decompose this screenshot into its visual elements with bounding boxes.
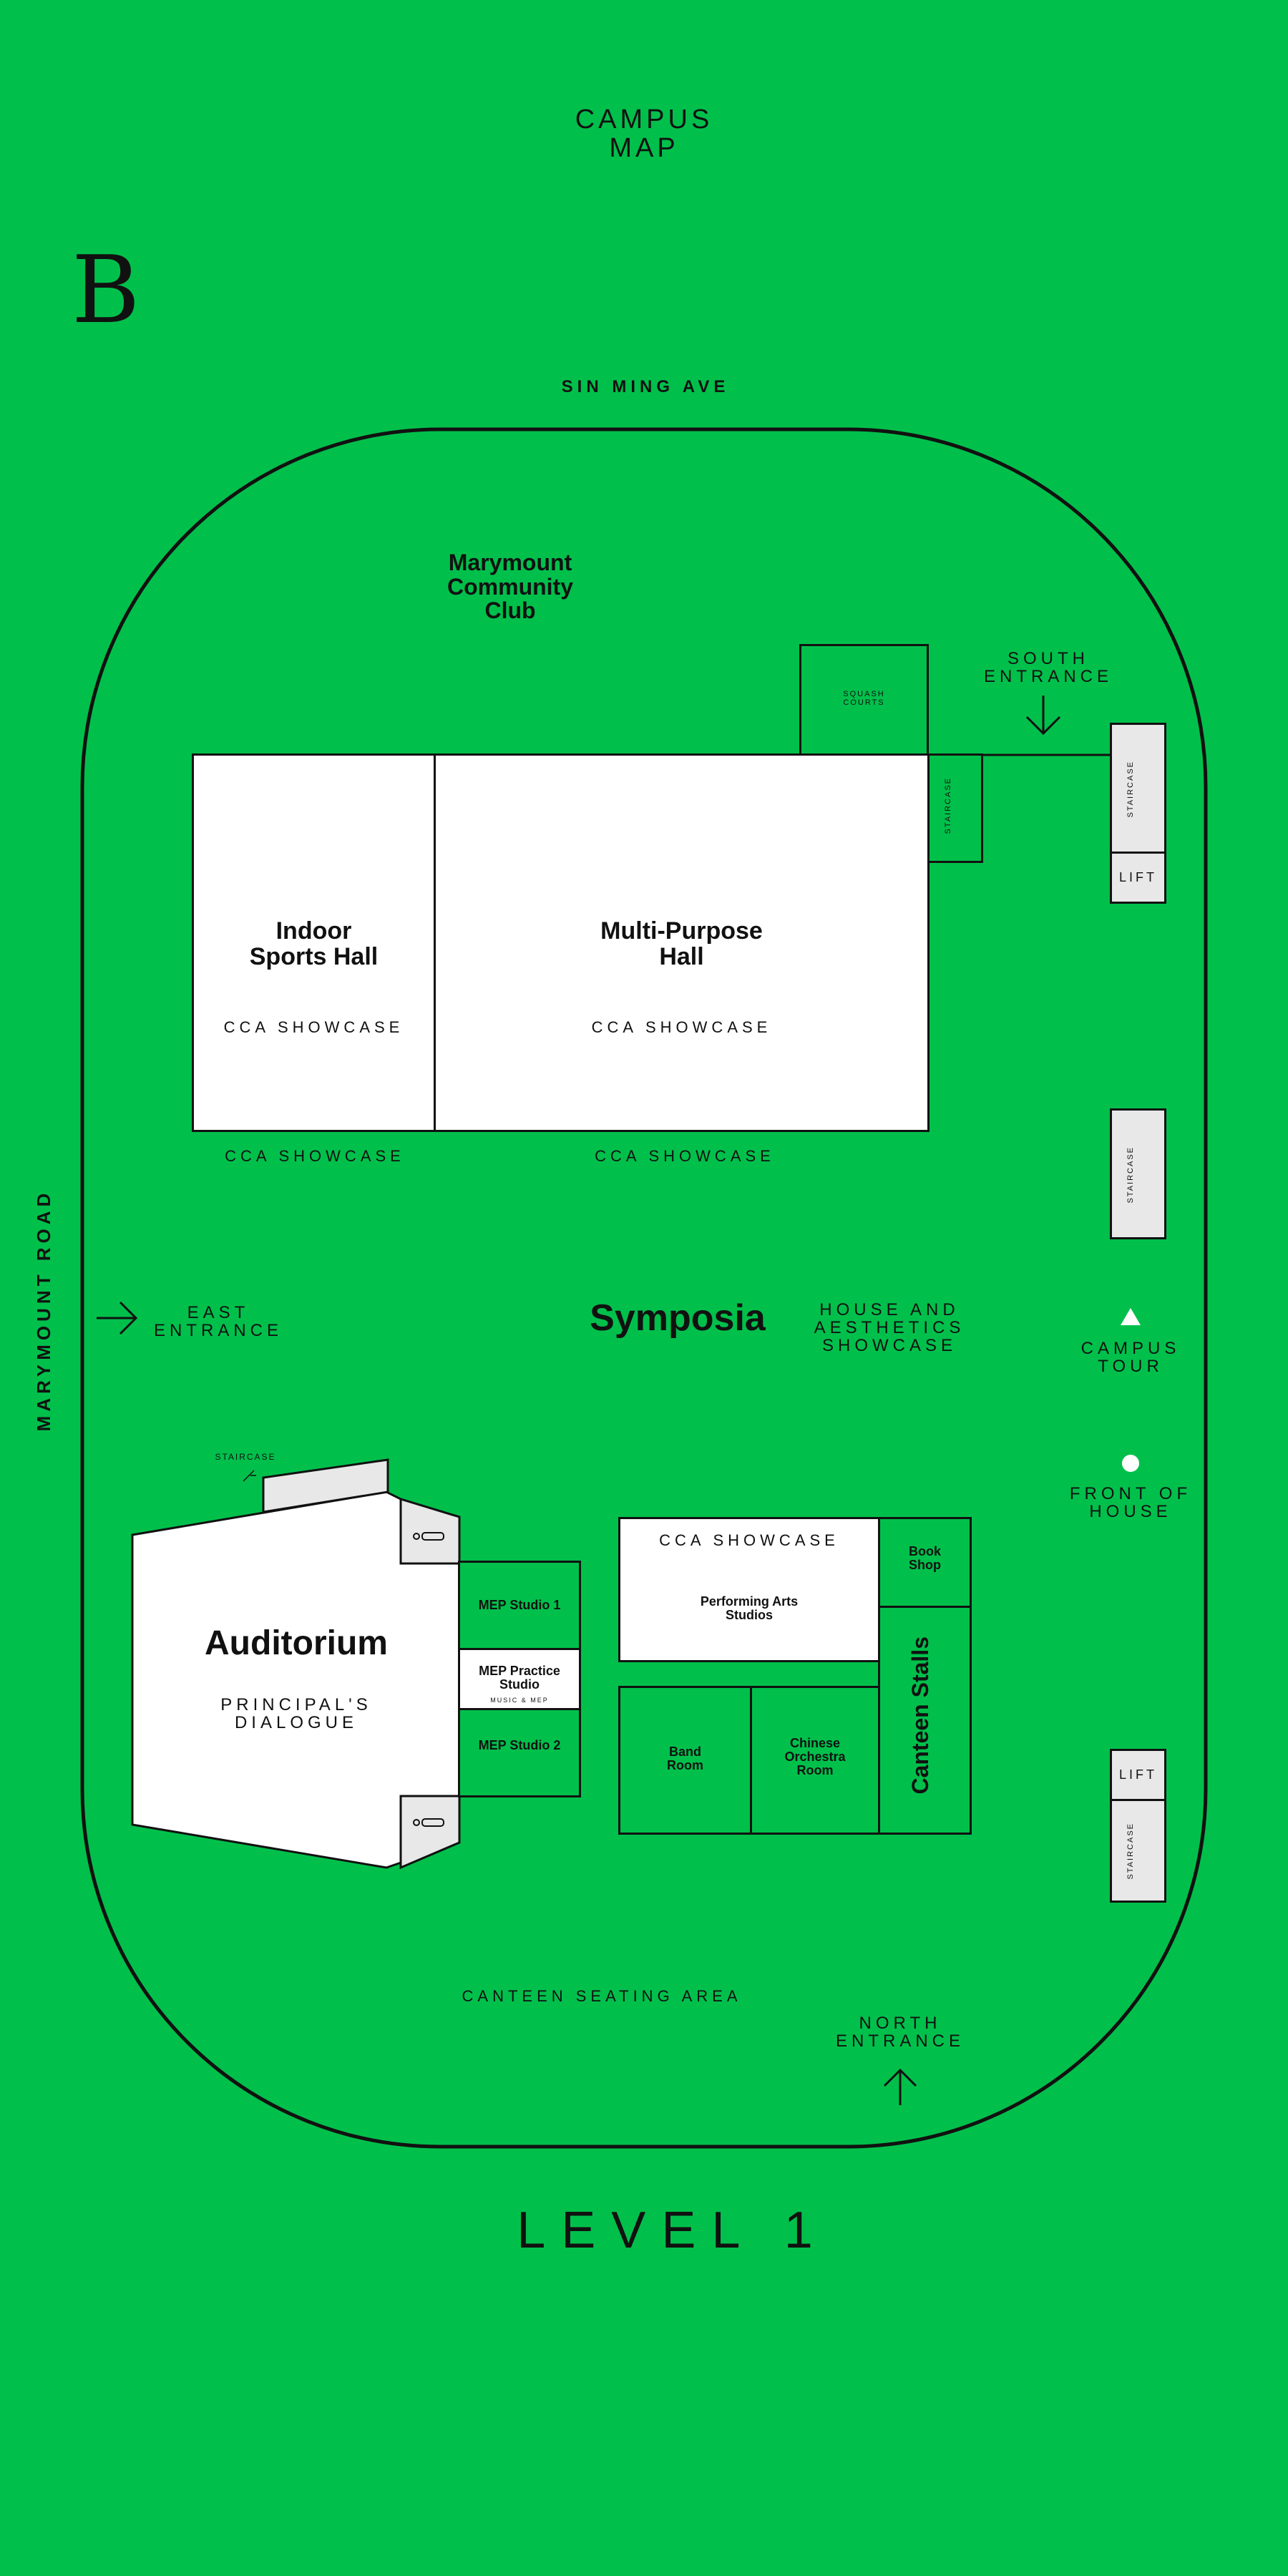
staircase-label: STAIRCASE (944, 777, 952, 834)
auditorium-staircase-label: STAIRCASE (215, 1452, 276, 1462)
auditorium-toilet-top (399, 1497, 461, 1565)
sports-hall-showcase: CCA SHOWCASE (223, 1018, 404, 1036)
book-shop-label: Book Shop (909, 1544, 941, 1572)
stair-marks-icon (243, 1470, 256, 1482)
campus-outline (80, 427, 1208, 2149)
canteen-stalls[interactable]: Canteen Stalls (878, 1606, 972, 1835)
east-arrow-icon (97, 1301, 138, 1335)
front-of-house-icon (1122, 1455, 1139, 1472)
toilet-icon-top (413, 1532, 444, 1541)
staircase-north[interactable]: STAIRCASE (1110, 1799, 1166, 1903)
level-label: LEVEL 1 (517, 2202, 829, 2259)
lift-south[interactable]: LIFT (1110, 852, 1166, 904)
north-arrow-icon (883, 2068, 917, 2105)
page-title: CAMPUS MAP (575, 104, 713, 163)
staircase-middle[interactable]: STAIRCASE (1110, 1108, 1166, 1239)
mep-practice-studio[interactable]: MEP Practice Studio MUSIC & MEP (458, 1648, 581, 1710)
principals-dialogue-label: PRINCIPAL'S DIALOGUE (220, 1695, 372, 1733)
mep-practice-label: MEP Practice Studio (479, 1664, 560, 1692)
mep-studio-1-label: MEP Studio 1 (478, 1598, 561, 1612)
mp-hall-showcase-below: CCA SHOWCASE (595, 1147, 775, 1165)
south-arrow-icon (1025, 696, 1061, 736)
pa-showcase-label: CCA SHOWCASE (659, 1531, 839, 1549)
toilet-icon-bottom (413, 1818, 444, 1827)
lift-north[interactable]: LIFT (1110, 1749, 1166, 1801)
campus-tour-label: CAMPUS TOUR (1080, 1339, 1181, 1377)
campus-tour-icon (1121, 1308, 1141, 1325)
north-entrance-label: NORTH ENTRANCE (835, 2014, 965, 2051)
squash-courts-label: SQUASH COURTS (843, 690, 885, 707)
mep-studio-2-label: MEP Studio 2 (478, 1738, 561, 1752)
squash-courts[interactable]: SQUASH COURTS (799, 644, 929, 756)
block-letter: B (72, 235, 140, 344)
road-sin-ming-ave: SIN MING AVE (561, 377, 730, 396)
community-club-label: Marymount Community Club (447, 550, 573, 624)
multi-purpose-hall[interactable]: Multi-Purpose Hall CCA SHOWCASE (434, 753, 930, 1132)
band-room[interactable]: Band Room (618, 1686, 752, 1835)
south-entrance-label: SOUTH ENTRANCE (983, 649, 1113, 687)
front-of-house-label: FRONT OF HOUSE (1069, 1484, 1192, 1522)
book-shop[interactable]: Book Shop (878, 1517, 972, 1608)
auditorium-staircase (262, 1458, 389, 1513)
chinese-orchestra-room[interactable]: Chinese Orchestra Room (750, 1686, 880, 1835)
lift-north-label: LIFT (1118, 1767, 1157, 1782)
pa-studios-label: Performing Arts Studios (700, 1594, 799, 1622)
multi-purpose-hall-label: Multi-Purpose Hall (600, 917, 763, 970)
mep-studio-1[interactable]: MEP Studio 1 (458, 1561, 581, 1650)
mp-hall-showcase: CCA SHOWCASE (591, 1018, 772, 1036)
indoor-sports-hall-label: Indoor Sports Hall (249, 917, 379, 970)
mep-practice-sub: MUSIC & MEP (490, 1697, 549, 1704)
chinese-orchestra-label: Chinese Orchestra Room (784, 1736, 846, 1777)
staircase-north-label: STAIRCASE (1126, 1823, 1135, 1880)
east-entrance-label: EAST ENTRANCE (153, 1303, 283, 1341)
sports-hall-showcase-below: CCA SHOWCASE (225, 1147, 405, 1165)
auditorium-toilet-bottom (399, 1795, 461, 1870)
symposia-label[interactable]: Symposia (590, 1297, 766, 1339)
auditorium-label[interactable]: Auditorium (205, 1624, 388, 1662)
road-marymount-road-label: MARYMOUNT ROAD (33, 1189, 54, 1432)
canteen-seating-label: CANTEEN SEATING AREA (462, 1987, 742, 2005)
staircase-middle-label: STAIRCASE (1126, 1146, 1135, 1204)
house-showcase-label: HOUSE AND AESTHETICS SHOWCASE (814, 1300, 965, 1356)
indoor-sports-hall[interactable]: Indoor Sports Hall CCA SHOWCASE (192, 753, 436, 1132)
staircase-south[interactable]: STAIRCASE (1110, 723, 1166, 854)
canteen-stalls-label: Canteen Stalls (907, 1636, 933, 1795)
lift-south-label: LIFT (1118, 870, 1157, 884)
band-room-label: Band Room (667, 1745, 703, 1772)
mep-studio-2[interactable]: MEP Studio 2 (458, 1708, 581, 1797)
staircase-mp-hall[interactable]: STAIRCASE (927, 753, 983, 863)
performing-arts-studios[interactable]: CCA SHOWCASE Performing Arts Studios (618, 1517, 880, 1662)
staircase-south-label: STAIRCASE (1126, 761, 1135, 818)
